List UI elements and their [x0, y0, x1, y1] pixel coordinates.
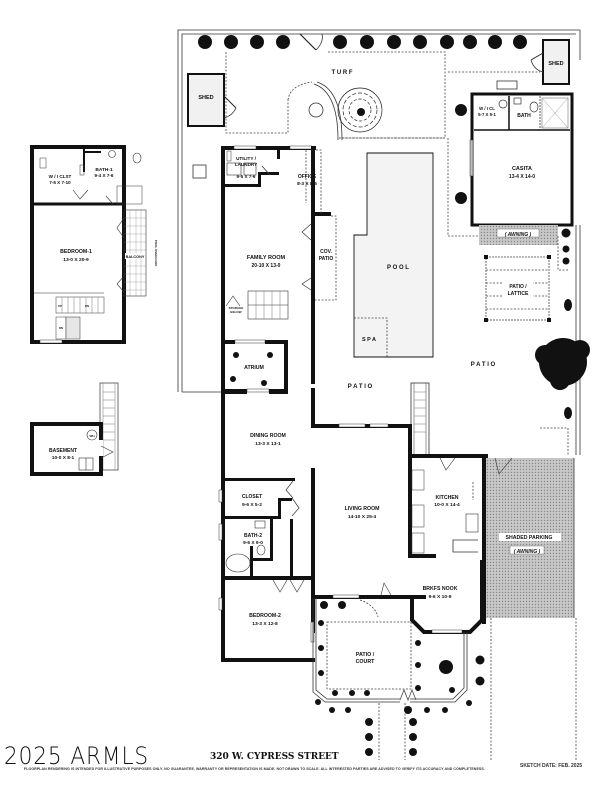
main-house [218, 145, 491, 662]
lower-level-plan: WH BASEMENT 10-0 X 8-1 [30, 382, 119, 476]
dining-room-label: DINING ROOM [250, 433, 286, 439]
casita-building: W / I CL 5-7 X 5-1 BATH CASITA 13-4 X 14… [469, 92, 574, 227]
patio-lattice-label-2: LATTICE [508, 291, 529, 297]
kitchen-label: KITCHEN [435, 495, 458, 501]
brkfs-nook-dims: 9-6 X 10-9 [429, 594, 452, 600]
stair-up-label: UP [58, 304, 62, 308]
parking-awning-label: ( AWNING ) [514, 549, 541, 555]
shed-right: SHED [530, 39, 570, 85]
patio-right-label: P A T I O [471, 362, 496, 368]
property-address: 320 W. CYPRESS STREET [210, 752, 339, 762]
shaded-parking-label: SHADED PARKING [506, 535, 553, 541]
living-room-label: LIVING ROOM [345, 506, 380, 512]
storage-label-2: BELOW [230, 310, 241, 314]
shade-tree-icon [535, 338, 590, 390]
sketch-date: SKETCH DATE: FEB. 2025 [520, 763, 583, 769]
water-heater-label: WH [90, 434, 95, 438]
balcony-label: BALCONY [126, 255, 145, 259]
shaded-parking: SHADED PARKING ( AWNING ) [486, 457, 575, 618]
pool-overlook-label: POOL OVERLOOK [154, 240, 158, 267]
bedroom-1-dims: 13-0 X 20-9 [63, 257, 89, 263]
patio-lattice-label-1: PATIO / [509, 284, 527, 290]
stair-dn-label-2: DN [59, 326, 63, 330]
patio-court-label-1: PATIO / [356, 652, 375, 658]
disclaimer-text: FLOORPLAN RENDERING IS INTENDED FOR ILLU… [24, 767, 485, 771]
basement-label: BASEMENT [49, 448, 77, 454]
kitchen-dims: 10-0 X 14-4 [434, 502, 460, 508]
shed-left-label: SHED [198, 95, 213, 101]
casita-dims: 13-4 X 14-0 [509, 174, 535, 180]
patio-court-label-2: COURT [356, 659, 376, 665]
patio-center-label: P A T I O [348, 384, 373, 390]
closet-label: CLOSET [242, 494, 262, 500]
turf-area [225, 52, 289, 134]
patio-court: PATIO / COURT [312, 598, 485, 713]
casita-closet-dims: 5-7 X 5-1 [478, 112, 496, 117]
office-dims: 8-3 X 8-6 [297, 181, 317, 187]
brand-logo: 2025 ARMLS [4, 742, 150, 770]
shrub-right-column [561, 228, 572, 419]
pool: P O O L S P A [353, 152, 434, 358]
brkfs-nook-label: BRKFS NOOK [423, 586, 458, 592]
front-walkway [365, 618, 577, 760]
storage-label-1: STORAGE [229, 306, 244, 310]
family-room-label: FAMILY ROOM [247, 255, 286, 261]
property-boundary [177, 29, 581, 455]
bath-2-label: BATH-2 [244, 533, 262, 539]
family-room-dims: 20-10 X 13-0 [252, 263, 281, 269]
atrium-label: ATRIUM [244, 365, 264, 371]
dining-room-dims: 13-3 X 13-1 [255, 441, 281, 447]
bath-1-dims: 9-4 X 7-6 [95, 173, 114, 178]
wi-closet-dims: 7-5 X 7-10 [49, 180, 71, 185]
palm-court-icon [439, 660, 453, 674]
spa-label: S P A [362, 337, 376, 343]
stairs-exterior [410, 382, 430, 456]
closet-dims: 9-6 X 5-2 [242, 502, 262, 508]
upper-level-plan: W / I CLST 7-5 X 7-10 BATH-1 9-4 X 7-6 B… [30, 145, 158, 344]
hedge-row-top [198, 35, 527, 49]
stair-dn-label: DN [85, 304, 89, 308]
office-label: OFFICE [298, 174, 317, 180]
bedroom-1-label: BEDROOM-1 [60, 249, 92, 255]
pool-label: P O O L [387, 265, 409, 271]
casita-bath-label: BATH [517, 113, 531, 119]
casita-closet-label: W / I CL [479, 106, 495, 111]
palm-small-icon [455, 104, 467, 204]
basement-dims: 10-0 X 8-1 [52, 455, 75, 461]
patio-lattice: PATIO / LATTICE [484, 255, 551, 322]
utility-dims: 9-5 X 7-6 [237, 174, 256, 179]
bath-1-label: BATH-1 [95, 167, 113, 173]
atrium-plants-icon [230, 352, 273, 386]
utility-label-2: LAUNDRY [235, 162, 257, 167]
shed-left: SHED [187, 73, 237, 127]
bedroom-2-dims: 13-3 X 12-8 [252, 621, 278, 627]
casita-label: CASITA [512, 166, 532, 172]
living-room-dims: 14-10 X 25-4 [348, 514, 377, 520]
turf-label: T U R F [332, 70, 353, 76]
bedroom-2-label: BEDROOM-2 [249, 613, 281, 619]
shed-right-label: SHED [548, 61, 563, 67]
gate-top [299, 33, 323, 51]
wi-closet-label: W / I CLST [49, 174, 72, 179]
cov-patio-label-1: COV. [320, 249, 332, 255]
casita-awning-label: ( AWNING ) [505, 232, 532, 238]
bath-2-dims: 9-6 X 9-0 [243, 540, 263, 546]
cov-patio-label-2: PATIO [319, 256, 334, 262]
palm-tree-icon [337, 87, 383, 133]
utility-label-1: UTILITY / [236, 156, 257, 161]
